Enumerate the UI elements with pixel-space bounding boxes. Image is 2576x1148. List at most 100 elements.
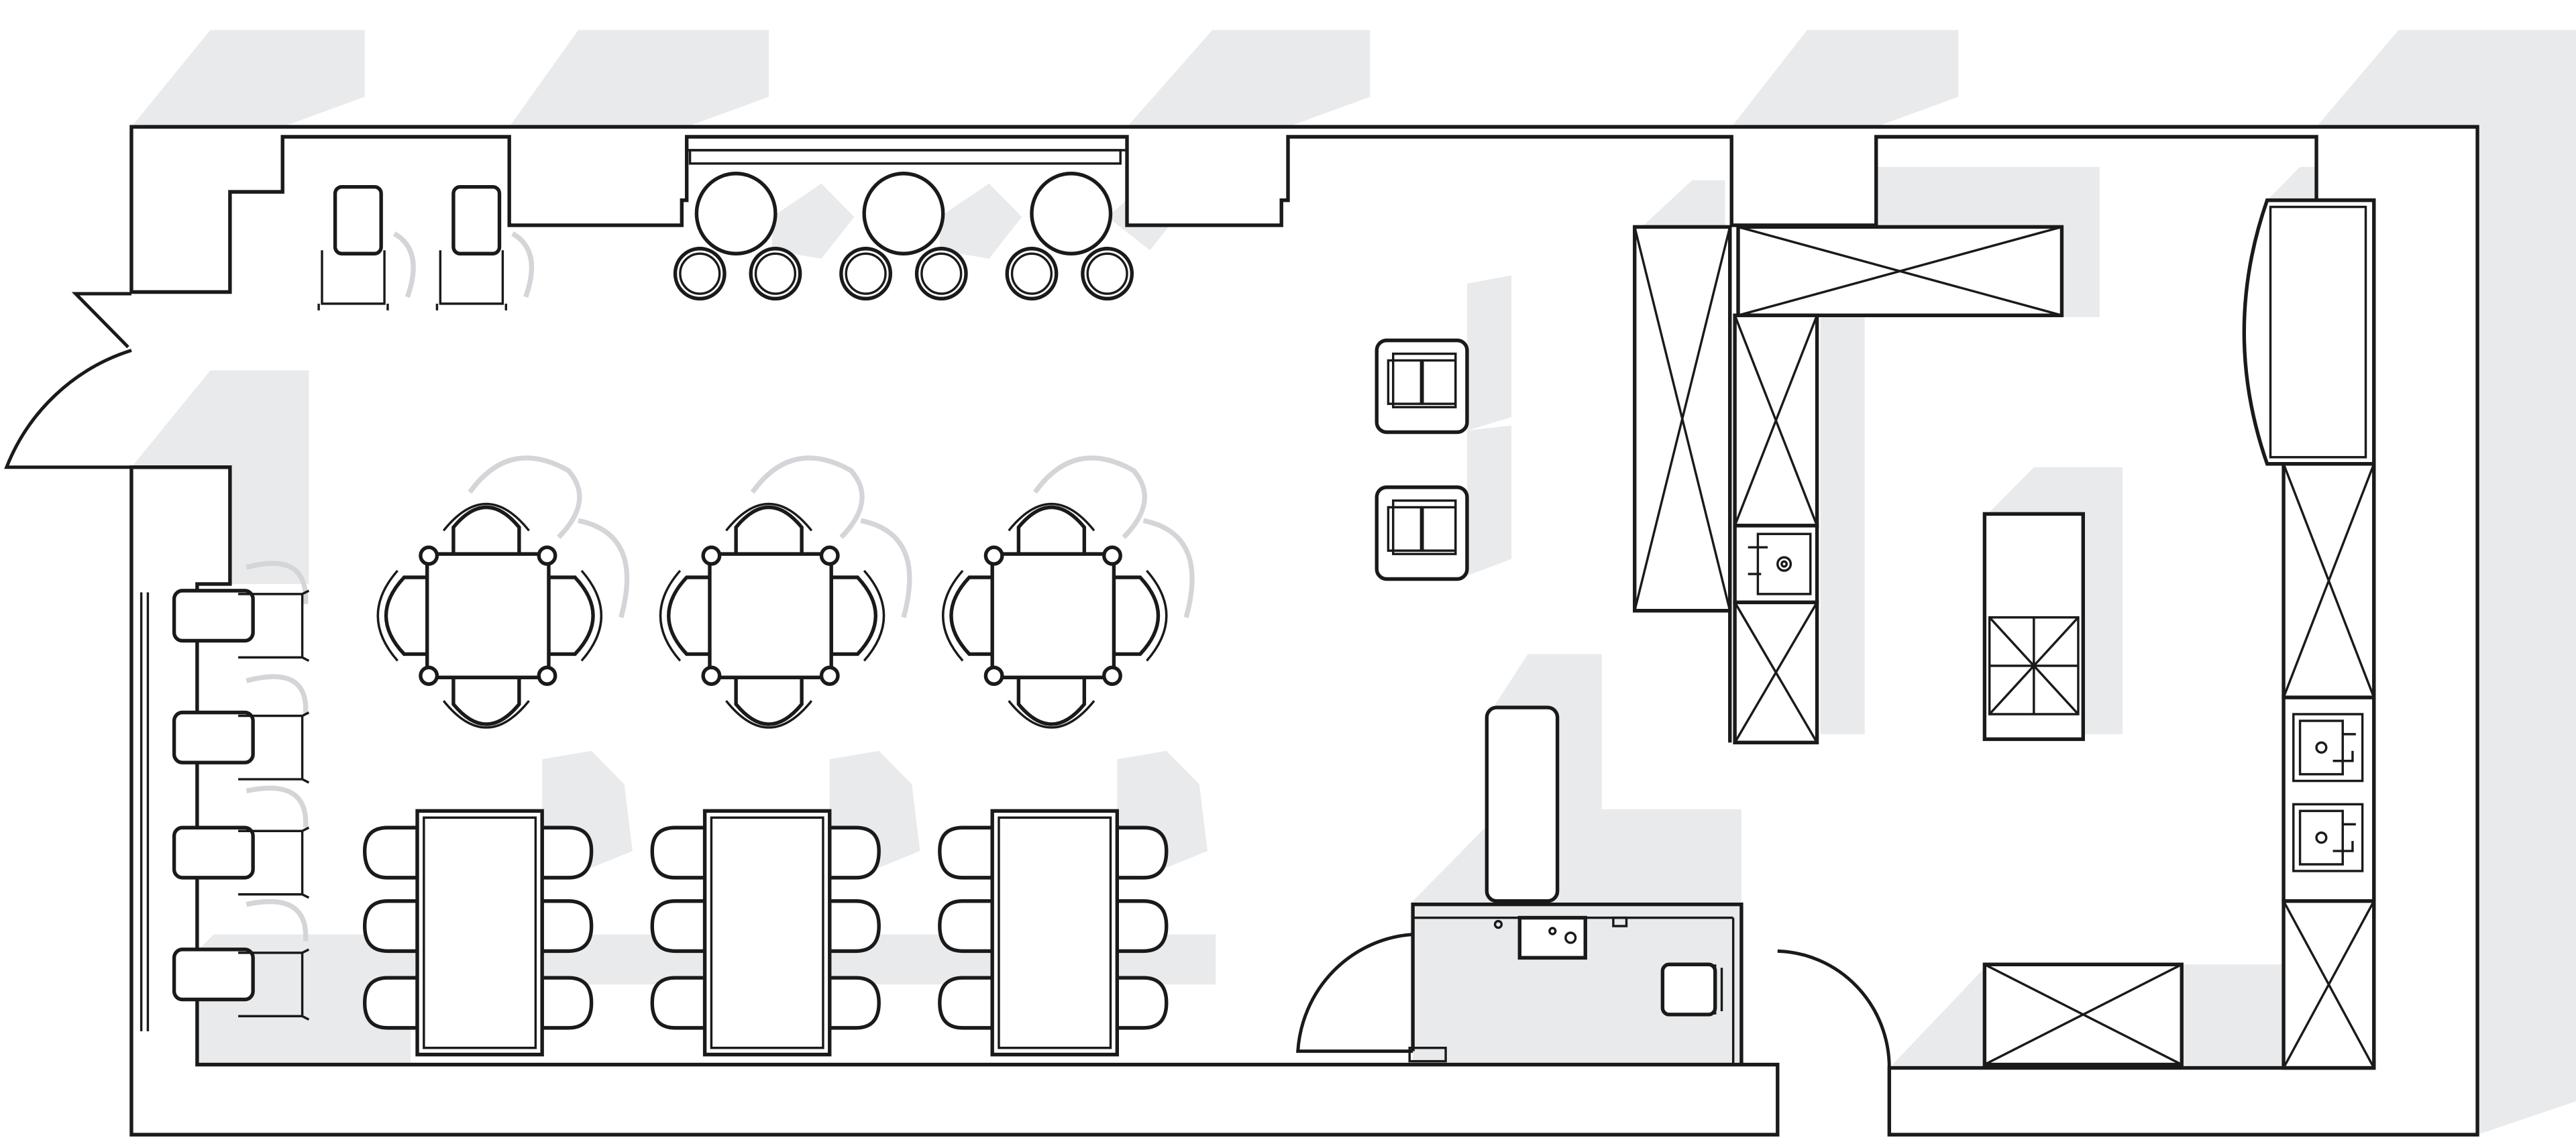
bar-stool-1[interactable] [673,247,727,301]
window-seating [172,561,310,1021]
left-lower-wall [129,465,1780,1137]
square-table-3-chair-top [1016,505,1087,559]
counter-right-sinks[interactable] [2282,695,2376,903]
service-sink-tap [1548,927,1557,935]
bar-stool-3[interactable] [839,247,893,301]
square-table-2-leg-1 [701,545,722,566]
long-table-1-chair-l2 [362,899,419,954]
lounge-chair-1-ghost [392,231,416,298]
service-station-1-box-a [1387,359,1423,405]
square-table-3-chair-bottom-back [1008,700,1095,729]
long-table-1-chair-r2 [540,899,594,954]
service-station-2[interactable] [1375,485,1469,581]
armchair-3-ghost [246,785,309,828]
sink-3-basin[interactable] [2292,803,2364,872]
bar-stool-3-seat [845,252,887,295]
square-table-3-chair-left [949,575,998,656]
service-sink-drain [1564,931,1577,944]
stand-shadow-1 [1466,275,1512,431]
round-bar-table-2[interactable] [862,172,945,255]
bar-stool-6[interactable] [1081,247,1134,301]
armchair-2-back [238,711,310,784]
sink-3-drain [2315,831,2328,844]
entrance-door[interactable] [4,292,132,469]
tall-unit-curved[interactable] [2242,198,2376,466]
service-door[interactable] [1296,933,1413,1053]
counter-sink-block[interactable] [1733,524,1819,605]
service-counter[interactable] [1485,705,1560,903]
long-table-1-chair-l3 [362,976,419,1030]
square-table-2-ghost-a [750,455,865,539]
long-table-3-chair-r1 [1115,825,1169,880]
armchair-4-back [238,948,310,1021]
counter-shadow-left [1634,180,1725,234]
armchair-4-seat [172,948,255,1002]
square-table-3-leg-2 [1102,545,1122,566]
long-table-3-top [990,809,1119,1057]
bar-shadow-1 [772,183,855,259]
counter-shadow-top [1807,166,2100,317]
walls [4,125,2479,1137]
long-table-2-chair-r1 [828,825,881,880]
wall-shadow-top-1 [131,30,365,127]
sink-3-bowl [2298,809,2344,866]
long-table-1-chair-l1 [362,825,419,880]
service-station-2-tray [1392,499,1457,555]
sink-2-bowl [2298,720,2344,776]
armchair-4[interactable] [172,899,310,1021]
bar-stool-1-seat [679,252,721,295]
long-table-2[interactable] [650,809,881,1057]
square-table-3-ghost-a [1032,455,1147,539]
sink-1-basin[interactable] [1756,532,1812,595]
square-table-3-chair-right [1112,575,1161,656]
long-table-3-inner [998,816,1112,1049]
wall-shadow-top-2 [509,30,769,127]
square-table-2-chair-bottom [734,672,804,726]
armchair-3[interactable] [172,785,310,899]
square-table-2[interactable] [659,455,912,729]
long-table-3-chair-l1 [938,825,994,880]
wall-shadow-top-4 [1731,30,1959,127]
long-table-2-chair-r3 [828,976,881,1030]
square-table-3-chair-top-back [1008,502,1095,532]
bar-stool-2[interactable] [749,247,802,301]
square-table-1-chair-left-back [376,569,398,662]
lounge-chair-1[interactable] [333,184,383,255]
wall-shadow-top-5 [2316,30,2576,127]
long-table-2-chair-l1 [650,825,707,880]
armchair-2-seat [172,710,255,764]
bar-stool-5[interactable] [1005,247,1059,301]
bar-stool-4[interactable] [914,247,968,301]
lounge-area [317,184,535,310]
service-stool[interactable] [1660,962,1717,1017]
counter-right-lower-x [2282,900,2375,1069]
bar-stool-2-seat [754,252,797,295]
round-bar-table-3[interactable] [1030,172,1113,255]
lounge-chair-2[interactable] [451,184,502,255]
square-table-1[interactable] [376,455,630,729]
square-table-2-chair-right [829,575,877,656]
round-bar-table-1[interactable] [694,172,777,255]
long-table-3-chair-r3 [1115,976,1169,1030]
armchair-1[interactable] [172,561,310,662]
sink-1-drain [1776,556,1792,572]
long-table-1-inner [423,816,537,1049]
armchair-3-back [238,826,310,899]
long-table-2-top [702,809,832,1057]
lounge-chair-2-ghost [511,231,535,298]
square-table-3-ghost-b [1142,518,1195,618]
square-table-3-top [990,552,1116,680]
service-station-1[interactable] [1375,338,1469,435]
armchair-2[interactable] [172,674,310,784]
long-table-3[interactable] [938,809,1169,1057]
armchair-4-ghost [246,899,309,941]
square-table-3-chair-right-back [1146,569,1168,662]
sink-2-basin[interactable] [2292,713,2364,783]
bar-stool-6-seat [1086,252,1128,295]
kitchen-door[interactable] [1777,949,1891,1068]
square-table-3-leg-4 [1102,665,1122,686]
square-table-3[interactable] [942,455,1195,729]
island-shadow [1988,467,2123,734]
long-table-1[interactable] [362,809,594,1057]
kitchen [1633,198,2376,1070]
